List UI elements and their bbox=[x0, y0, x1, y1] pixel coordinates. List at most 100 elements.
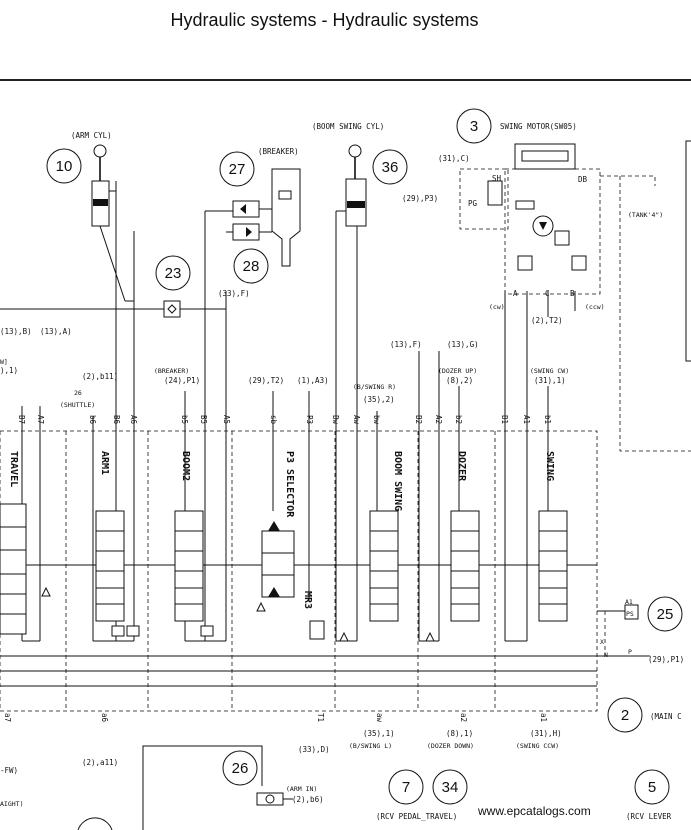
port-label: a7 bbox=[3, 713, 12, 722]
watermark: www.epcatalogs.com bbox=[477, 804, 591, 818]
breaker-unit bbox=[205, 168, 301, 267]
ref-label: (SWING CW) bbox=[530, 367, 569, 375]
ref-label: B bbox=[570, 289, 575, 298]
component-number: 36 bbox=[382, 159, 399, 176]
component-number: 3 bbox=[470, 118, 478, 135]
callout-circle bbox=[388, 769, 424, 805]
ref-label: PG bbox=[468, 199, 478, 208]
component-number: 23 bbox=[165, 265, 182, 282]
ref-label: (B/SWING R) bbox=[353, 383, 396, 391]
lower-reference-labels: -FW) (2),a11) (33),D) (B/SWING L) (35),1… bbox=[0, 729, 562, 808]
callout-circle bbox=[647, 596, 683, 632]
callout-circle bbox=[607, 697, 643, 733]
ref-label: (29),T2) bbox=[248, 376, 284, 385]
ref-label: (13),B) bbox=[0, 327, 32, 336]
spool-boom2 bbox=[174, 510, 214, 637]
callout-circle bbox=[219, 151, 255, 187]
ref-label: (33),D) bbox=[298, 745, 330, 754]
ref-label: A1 bbox=[625, 598, 633, 606]
ref-label: (BREAKER) bbox=[154, 367, 189, 375]
ref-label: (TANK'4") bbox=[628, 211, 663, 219]
ref-label: W] bbox=[0, 358, 8, 366]
ref-label: N bbox=[604, 651, 608, 659]
ref-label: (2),T2) bbox=[531, 316, 563, 325]
component-number: 10 bbox=[56, 158, 73, 175]
arm-cyl-label: (ARM CYL) bbox=[71, 131, 112, 140]
rcv-pedal-label: (RCV PEDAL_TRAVEL) bbox=[376, 812, 457, 821]
valve-label-mr3: MR3 bbox=[302, 591, 313, 609]
right-dashed-frame bbox=[619, 176, 691, 452]
component-number: 2 bbox=[621, 707, 629, 724]
component-number: 28 bbox=[243, 258, 260, 275]
ref-label: C bbox=[545, 289, 550, 298]
spool-swing bbox=[538, 510, 568, 622]
callout-circle bbox=[233, 248, 269, 284]
ref-label: (2),b11) bbox=[82, 372, 118, 381]
port-label: a1 bbox=[539, 713, 548, 722]
callout-circle bbox=[372, 149, 408, 185]
page-title: Hydraulic systems - Hydraulic systems bbox=[170, 10, 479, 30]
ref-label: ),1) bbox=[0, 366, 18, 375]
component-number: 34 bbox=[442, 779, 459, 796]
section-label-p3-selector: P3 SELECTOR bbox=[284, 451, 295, 518]
ref-label: (ccw) bbox=[585, 303, 605, 311]
spool-p3-selector bbox=[261, 521, 325, 640]
page-header: Hydraulic systems - Hydraulic systems bbox=[0, 0, 691, 81]
ref-label: (SHUTTLE) bbox=[60, 401, 95, 409]
ref-label: (SWING CCW) bbox=[516, 742, 559, 750]
shuttle-valve-23 bbox=[0, 300, 226, 318]
ref-label: (B/SWING L) bbox=[349, 742, 392, 750]
ref-label: (31),C) bbox=[438, 154, 470, 163]
swing-motor-label: SWING MOTOR(SW05) bbox=[500, 122, 577, 131]
main-control-label: (MAIN C bbox=[650, 712, 682, 721]
ref-label: (33),F) bbox=[218, 289, 250, 298]
spool-travel bbox=[0, 503, 27, 635]
component-number: 5 bbox=[648, 779, 656, 796]
ref-label: AIGHT) bbox=[0, 800, 23, 808]
callout-circle bbox=[155, 255, 191, 291]
ref-label: (DOZER UP) bbox=[438, 367, 477, 375]
port-label: a2 bbox=[459, 713, 468, 722]
component-number: 25 bbox=[657, 606, 674, 623]
port-label: a6 bbox=[100, 713, 109, 723]
ref-label: X bbox=[600, 638, 604, 646]
swing-motor-unit bbox=[459, 143, 656, 317]
pressure-switch bbox=[597, 604, 650, 657]
hydraulic-schematic: TRAVEL ARM1 BOOM2 P3 SELECTOR BOOM SWING… bbox=[0, 108, 691, 830]
rcv-lever-label: (RCV LEVER bbox=[626, 812, 672, 821]
ref-label: (DOZER DOWN) bbox=[427, 742, 474, 750]
callout-circle bbox=[46, 148, 82, 184]
horizontal-galleries bbox=[0, 564, 597, 687]
section-label-boom-swing: BOOM SWING bbox=[392, 451, 403, 511]
section-dividers bbox=[65, 431, 496, 711]
ref-label: 26 bbox=[74, 389, 82, 397]
section-label-dozer: DOZER bbox=[456, 451, 467, 482]
ref-label: (13),G) bbox=[447, 340, 479, 349]
callout-circle bbox=[456, 108, 492, 144]
ref-label: SH bbox=[492, 174, 502, 183]
section-label-swing: SWING bbox=[544, 451, 555, 481]
ref-label: (13),A) bbox=[40, 327, 72, 336]
ref-label: (35),2) bbox=[363, 395, 395, 404]
ref-label: (8),2) bbox=[446, 376, 473, 385]
callout-circle bbox=[432, 769, 468, 805]
ref-label: PS bbox=[626, 610, 634, 618]
upper-reference-labels: (13),B) (13),A) W] ),1) (2),b11) 26 (SHU… bbox=[0, 327, 569, 409]
partial-callout bbox=[77, 817, 113, 830]
check-valves bbox=[41, 586, 435, 642]
port-label: B5 bbox=[199, 415, 208, 424]
ref-label: P bbox=[628, 648, 632, 656]
component-number: 26 bbox=[232, 760, 249, 777]
ref-label: (31),H) bbox=[530, 729, 562, 738]
ref-label: (13),F) bbox=[390, 340, 422, 349]
ref-label: (1),A3) bbox=[297, 376, 329, 385]
ref-label: (2),a11) bbox=[82, 758, 118, 767]
callout-circle bbox=[634, 769, 670, 805]
spool-dozer bbox=[450, 510, 480, 622]
bottom-port-labels: a7 a6 T1 aw a2 a1 bbox=[3, 713, 548, 723]
vertical-pilot-lines bbox=[21, 181, 549, 641]
ref-label: -FW) bbox=[0, 766, 18, 775]
right-frame-line bbox=[685, 140, 691, 362]
boom-swing-cylinder bbox=[336, 144, 367, 227]
arm-cylinder bbox=[91, 144, 134, 302]
